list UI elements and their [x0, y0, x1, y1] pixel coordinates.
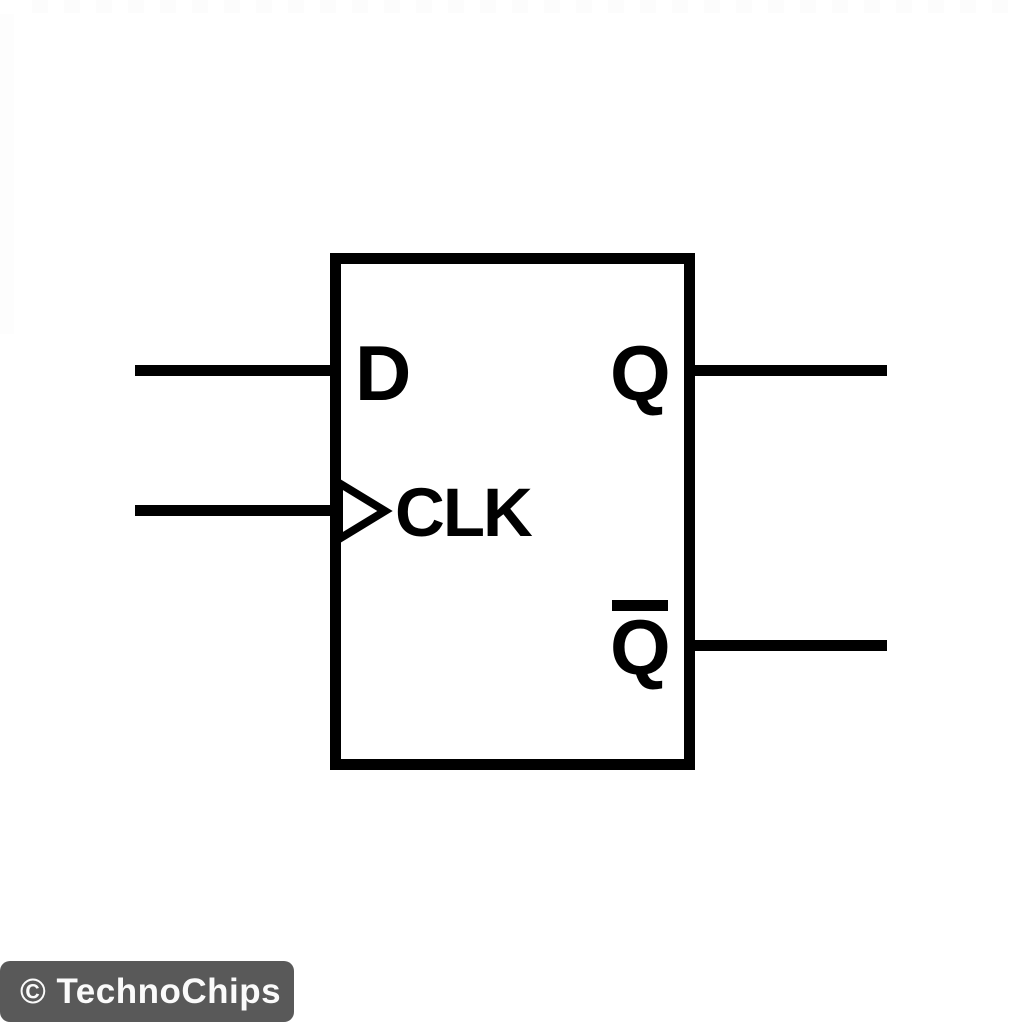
- q-output-label: Q: [610, 329, 671, 417]
- clk-input-label: CLK: [395, 474, 533, 551]
- qbar-output-label: Q: [610, 603, 671, 691]
- watermark-text: © TechnoChips: [20, 971, 282, 1011]
- scan-artifact-left-edge: [0, 14, 14, 334]
- qbar-overline: [612, 600, 668, 611]
- scan-artifact-top-edge: [32, 0, 1024, 13]
- clock-edge-triangle-icon: [335, 475, 393, 547]
- d-input-label: D: [355, 329, 412, 417]
- watermark: © TechnoChips: [0, 961, 294, 1022]
